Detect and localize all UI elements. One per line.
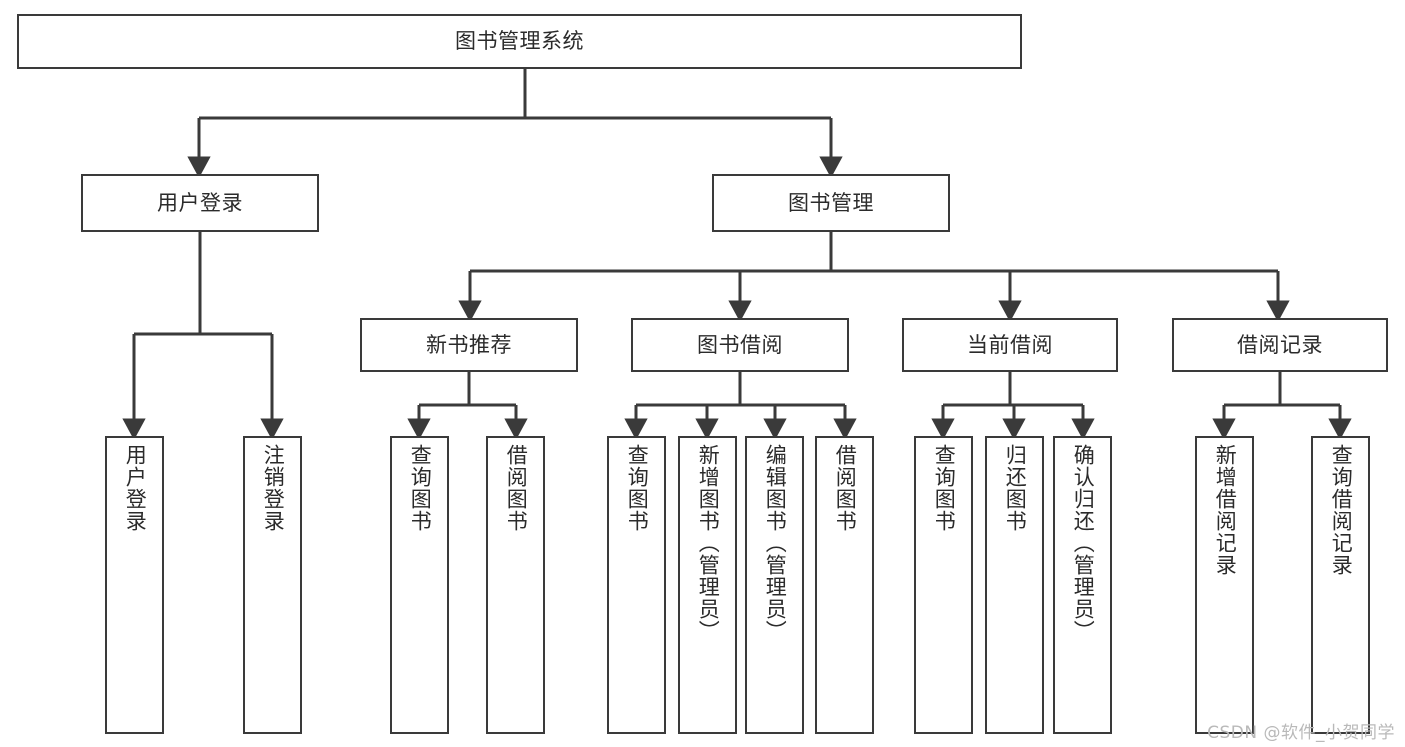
node-borrow-record-label: 借阅记录 [1237, 332, 1323, 357]
node-current-borrow[interactable]: 当前借阅 [902, 318, 1118, 372]
node-leaf-add-book[interactable]: 新增图书（管理员） [678, 436, 737, 734]
node-leaf-confirm-return[interactable]: 确认归还（管理员） [1053, 436, 1112, 734]
node-leaf-query-book-2-label: 查询图书 [625, 444, 650, 532]
node-leaf-query-book-3-label: 查询图书 [932, 444, 957, 532]
node-leaf-add-record[interactable]: 新增借阅记录 [1195, 436, 1254, 734]
node-leaf-borrow-book-2-label: 借阅图书 [833, 444, 858, 532]
node-new-book-recommend[interactable]: 新书推荐 [360, 318, 578, 372]
node-leaf-return-book[interactable]: 归还图书 [985, 436, 1044, 734]
node-borrow-record[interactable]: 借阅记录 [1172, 318, 1388, 372]
node-user-login-label: 用户登录 [157, 190, 243, 215]
node-leaf-query-book-3[interactable]: 查询图书 [914, 436, 973, 734]
node-leaf-query-record-label: 查询借阅记录 [1329, 444, 1354, 576]
node-leaf-query-book-1-label: 查询图书 [408, 444, 433, 532]
node-leaf-user-login-label: 用户登录 [123, 444, 148, 532]
node-leaf-borrow-book-1[interactable]: 借阅图书 [486, 436, 545, 734]
node-book-borrow-label: 图书借阅 [697, 332, 783, 357]
node-leaf-return-book-label: 归还图书 [1003, 444, 1028, 532]
node-root[interactable]: 图书管理系统 [17, 14, 1022, 69]
node-leaf-edit-book[interactable]: 编辑图书（管理员） [745, 436, 804, 734]
node-leaf-user-logout-label: 注销登录 [261, 444, 286, 532]
node-leaf-confirm-return-label: 确认归还（管理员） [1071, 444, 1096, 642]
node-leaf-user-login[interactable]: 用户登录 [105, 436, 164, 734]
node-leaf-user-logout[interactable]: 注销登录 [243, 436, 302, 734]
csdn-watermark: CSDN @软件_小贺同学 [1207, 723, 1395, 743]
node-leaf-query-book-1[interactable]: 查询图书 [390, 436, 449, 734]
node-book-borrow[interactable]: 图书借阅 [631, 318, 849, 372]
node-user-login[interactable]: 用户登录 [81, 174, 319, 232]
node-leaf-add-record-label: 新增借阅记录 [1213, 444, 1238, 576]
node-new-book-recommend-label: 新书推荐 [426, 332, 512, 357]
node-current-borrow-label: 当前借阅 [967, 332, 1053, 357]
node-leaf-borrow-book-2[interactable]: 借阅图书 [815, 436, 874, 734]
node-leaf-borrow-book-1-label: 借阅图书 [504, 444, 529, 532]
node-book-management-label: 图书管理 [788, 190, 874, 215]
node-root-label: 图书管理系统 [455, 29, 584, 54]
node-book-management[interactable]: 图书管理 [712, 174, 950, 232]
node-leaf-query-book-2[interactable]: 查询图书 [607, 436, 666, 734]
node-leaf-query-record[interactable]: 查询借阅记录 [1311, 436, 1370, 734]
node-leaf-edit-book-label: 编辑图书（管理员） [763, 444, 788, 642]
node-leaf-add-book-label: 新增图书（管理员） [696, 444, 721, 642]
